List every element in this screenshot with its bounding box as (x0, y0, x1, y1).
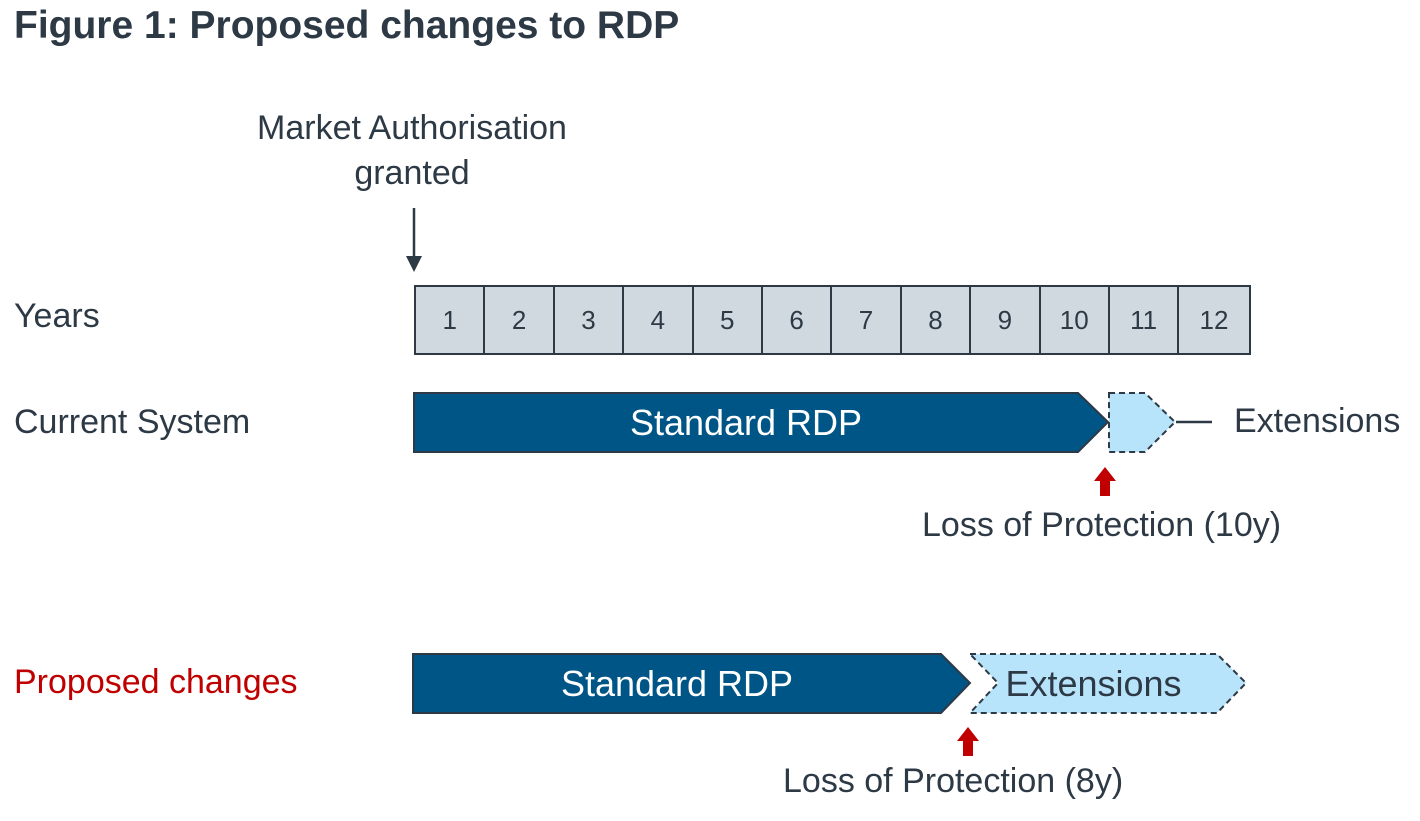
market-authorisation-label: Market Authorisation granted (212, 106, 612, 196)
year-cell: 6 (763, 287, 833, 353)
row-label-years: Years (14, 297, 100, 335)
proposed-standard-rdp-label: Standard RDP (560, 663, 794, 704)
row-label-proposed-changes: Proposed changes (14, 663, 298, 701)
current-loss-of-protection-label: Loss of Protection (10y) (922, 506, 1282, 544)
proposed-loss-of-protection-label: Loss of Protection (8y) (783, 762, 1124, 800)
year-cell: 10 (1041, 287, 1110, 353)
year-cell: 1 (416, 287, 486, 353)
year-cell: 2 (485, 287, 555, 353)
proposed-extension-bar (967, 653, 1248, 714)
current-extension-bar (1108, 392, 1177, 453)
market-authorisation-arrow-icon (406, 256, 422, 272)
year-cell: 8 (902, 287, 972, 353)
year-cell: 11 (1110, 287, 1180, 353)
current-standard-rdp-bar (413, 392, 1110, 453)
proposed-standard-rdp-bar (412, 653, 972, 714)
current-extensions-label: Extensions (1234, 402, 1401, 440)
row-label-current-system: Current System (14, 403, 251, 441)
year-cell: 4 (624, 287, 694, 353)
year-cell: 3 (555, 287, 625, 353)
market-authorisation-line2: granted (354, 154, 470, 192)
current-standard-rdp-label: Standard RDP (629, 402, 863, 443)
year-cell: 12 (1199, 304, 1229, 335)
year-cell: 5 (694, 287, 763, 353)
current-loss-arrow-icon (1094, 467, 1116, 496)
year-cell: 9 (971, 287, 1041, 353)
market-authorisation-line1: Market Authorisation (257, 109, 567, 147)
year-cell: 7 (832, 287, 902, 353)
proposed-extensions-label: Extensions (1005, 663, 1182, 704)
proposed-loss-arrow-icon (957, 727, 979, 756)
page-title: Figure 1: Proposed changes to RDP (14, 4, 680, 47)
